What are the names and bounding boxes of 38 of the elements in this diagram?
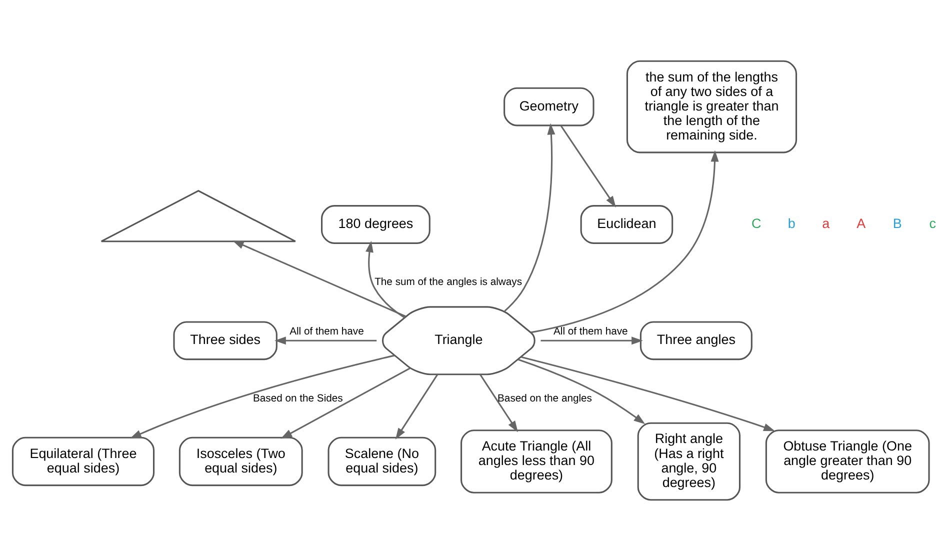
arrow — [274, 336, 377, 344]
node-box: Scalene (No equal sides) — [328, 436, 436, 486]
node-box: Isosceles (Two equal sides) — [178, 436, 303, 486]
node-box: Euclidean — [580, 204, 674, 244]
edge-label: The sum of the angles is always — [374, 276, 522, 288]
node-box: Right angle (Has a right angle, 90 degrees) — [637, 422, 741, 500]
node-triangle — [100, 189, 296, 242]
label: a — [822, 216, 830, 231]
node-box: Acute Triangle (All angles less than 90 degrees) — [460, 429, 612, 493]
label: A — [856, 216, 866, 231]
edge-label: Based on the Sides — [253, 392, 343, 404]
arrow — [520, 356, 776, 431]
arrow — [530, 150, 719, 333]
arrow — [395, 374, 438, 440]
edge-label: All of them have — [554, 326, 628, 337]
edge-label: Based on the angles — [498, 392, 592, 404]
node-box: Three sides — [173, 320, 278, 360]
node-box: Equilateral (Three equal sides) — [12, 436, 155, 486]
node-box: Three angles — [640, 320, 752, 360]
node-box: 180 degrees — [321, 204, 430, 244]
arrow — [130, 354, 395, 438]
arrow — [280, 367, 410, 438]
label: C — [751, 216, 762, 231]
node-box: the sum of the lengths of any two sides of a triangle is greater than the length of the remaining side. — [626, 60, 798, 153]
arrow — [479, 374, 518, 432]
label: b — [788, 216, 796, 231]
label: B — [892, 216, 902, 231]
edge-label: All of them have — [290, 326, 364, 337]
arrow — [540, 336, 643, 344]
arrow — [232, 240, 406, 317]
arrow — [504, 122, 556, 312]
node-box: Obtuse Triangle (One angle greater than 90 degrees) — [765, 429, 930, 493]
node-ellipse: Triangle — [382, 306, 536, 375]
arrow — [366, 240, 405, 318]
node-box: Geometry — [504, 86, 594, 126]
label: c — [929, 216, 936, 231]
arrow — [518, 358, 646, 424]
arrow — [560, 124, 616, 207]
